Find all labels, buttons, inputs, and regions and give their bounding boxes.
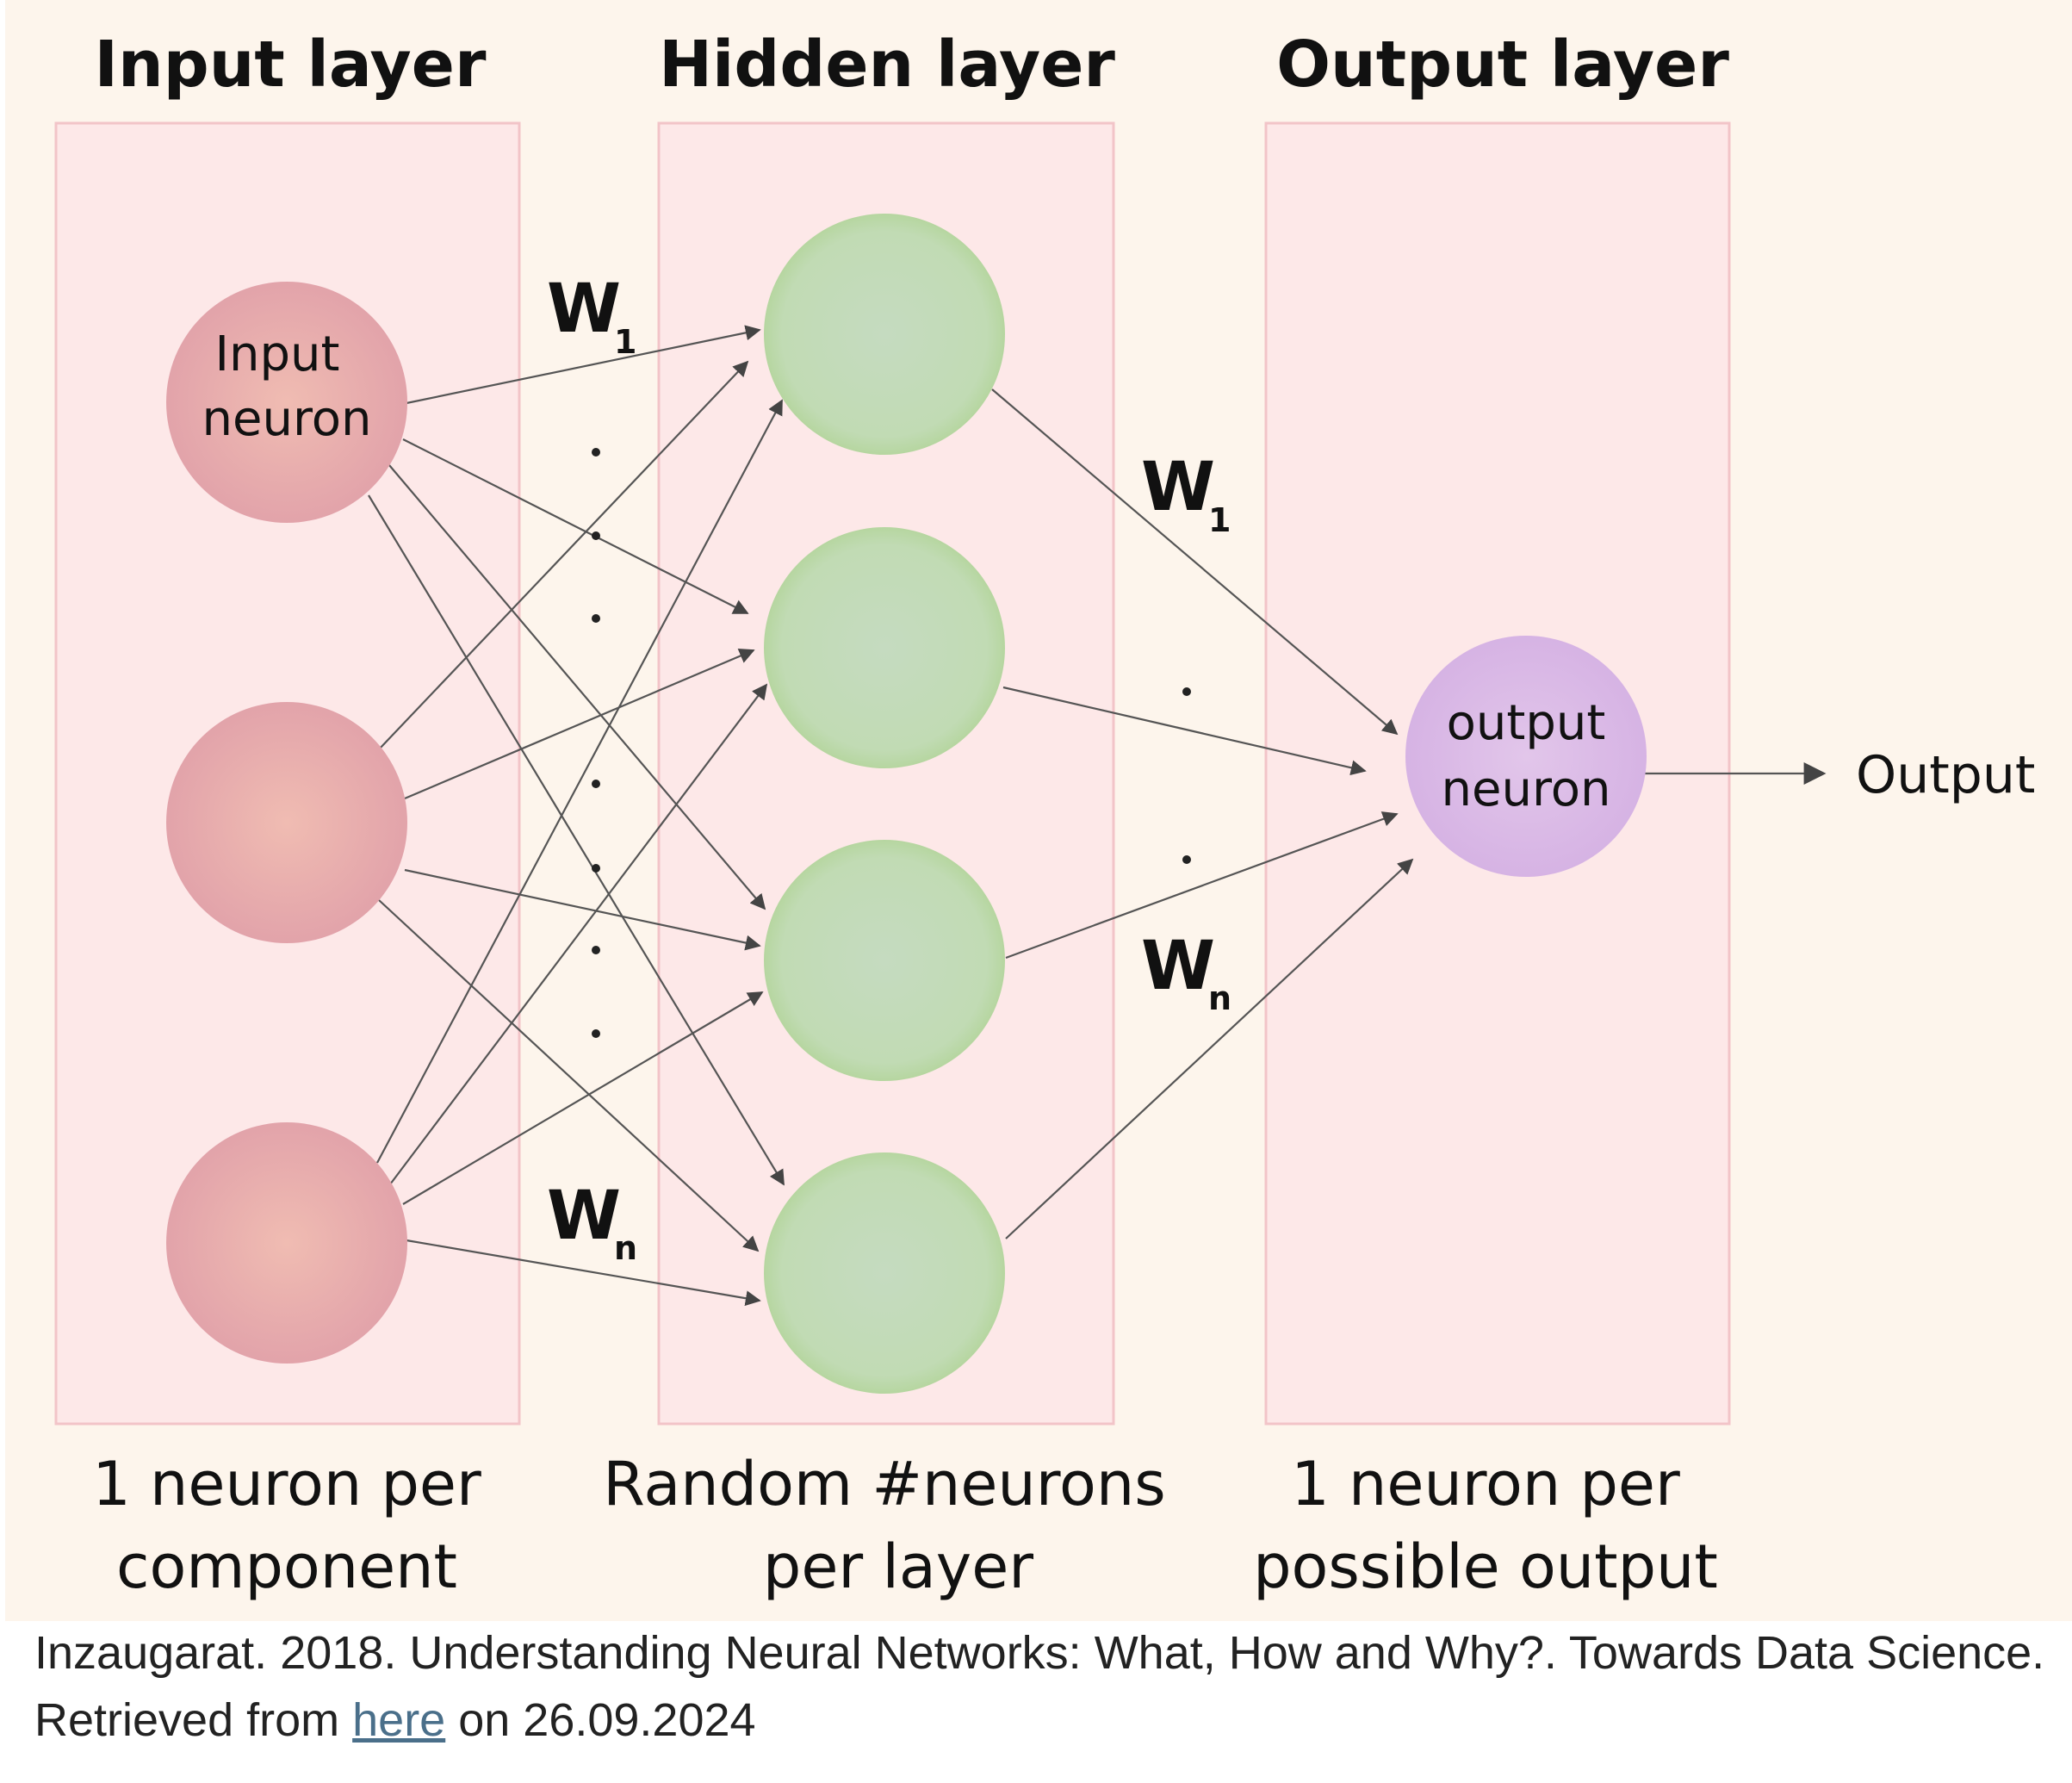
- output-layer-caption-line1: 1 neuron per: [1291, 1449, 1680, 1519]
- connection: [368, 494, 785, 1186]
- input-neuron-label-line1: Input: [214, 326, 339, 382]
- input-layer-caption-line2: component: [116, 1531, 457, 1602]
- weight-symbol: W: [547, 1177, 621, 1255]
- output-layer-title: Output layer: [1276, 28, 1729, 102]
- ellipsis-dot: [1182, 687, 1191, 696]
- connection: [378, 360, 749, 750]
- citation: Inzaugarat. 2018. Understanding Neural N…: [34, 1619, 2050, 1754]
- output-layer-caption-line2: possible output: [1253, 1531, 1718, 1602]
- citation-text: Inzaugarat. 2018. Understanding Neural N…: [34, 1627, 2045, 1746]
- input-neuron-label-line2: neuron: [202, 391, 372, 447]
- connection: [991, 388, 1399, 736]
- ellipsis-dots-right: [1182, 687, 1191, 864]
- connection: [378, 899, 760, 1252]
- ellipsis-dot: [592, 531, 600, 540]
- weight-label-wn-right: W n: [1141, 928, 1231, 1017]
- hidden-layer-caption-line2: per layer: [763, 1531, 1033, 1602]
- ellipsis-dot: [1182, 855, 1191, 864]
- weight-label-w1-left: W 1: [547, 270, 636, 361]
- ellipsis-dot: [592, 1029, 600, 1038]
- hidden-to-output-connections: [991, 388, 1414, 1239]
- input-neuron: [166, 702, 407, 943]
- hidden-neuron: [764, 1152, 1005, 1394]
- weight-symbol: W: [1141, 928, 1215, 1005]
- output-neuron: [1405, 636, 1647, 877]
- weight-subscript: n: [614, 1229, 637, 1267]
- ellipsis-dot: [592, 946, 600, 954]
- connection: [406, 1239, 761, 1307]
- weight-label-wn-left: W n: [547, 1177, 637, 1267]
- connection: [404, 868, 761, 951]
- weight-label-w1-right: W 1: [1141, 449, 1231, 539]
- connection: [1005, 858, 1414, 1239]
- connection: [388, 464, 766, 910]
- hidden-layer-caption-line1: Random #neurons: [603, 1449, 1165, 1519]
- connection: [402, 991, 764, 1205]
- citation-link[interactable]: here: [352, 1694, 446, 1746]
- output-neuron-label-line2: neuron: [1442, 761, 1611, 817]
- ellipsis-dot: [592, 614, 600, 623]
- input-layer-title: Input layer: [95, 28, 487, 102]
- weight-subscript: 1: [1208, 501, 1231, 539]
- hidden-neuron: [764, 527, 1005, 768]
- weight-subscript: n: [1208, 979, 1231, 1017]
- hidden-layer-title: Hidden layer: [659, 28, 1115, 102]
- connection: [404, 649, 755, 800]
- input-to-hidden-connections: [368, 325, 785, 1307]
- connection: [402, 438, 749, 614]
- input-layer-caption-line1: 1 neuron per: [92, 1449, 481, 1519]
- hidden-neuron: [764, 214, 1005, 455]
- citation-date: on 26.09.2024: [445, 1694, 756, 1746]
- ellipsis-dot: [592, 448, 600, 457]
- connection: [1005, 811, 1399, 960]
- connection: [389, 683, 768, 1185]
- output-arrow-label: Output: [1856, 745, 2035, 805]
- connection: [376, 399, 783, 1164]
- ellipsis-dot: [592, 864, 600, 873]
- connection: [406, 325, 761, 405]
- input-neuron: [166, 1122, 407, 1364]
- hidden-neuron: [764, 840, 1005, 1081]
- ellipsis-dots-left: [592, 448, 600, 1038]
- weight-subscript: 1: [614, 323, 636, 361]
- weight-symbol: W: [1141, 449, 1215, 526]
- output-neuron-label-line1: output: [1447, 695, 1606, 751]
- ellipsis-dot: [592, 780, 600, 788]
- connection: [1002, 686, 1367, 776]
- weight-symbol: W: [547, 270, 621, 348]
- input-neuron: [166, 282, 407, 523]
